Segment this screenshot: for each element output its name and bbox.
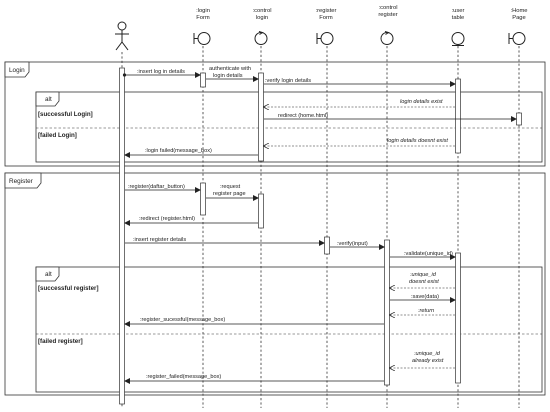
entity-icon — [451, 32, 465, 46]
activation-home-page — [516, 112, 522, 126]
participant-label-line2: Form — [319, 15, 333, 21]
participant-label-line2: table — [452, 15, 465, 21]
message-label: already exist — [412, 358, 444, 364]
alt-label: alt — [45, 96, 52, 103]
activation-control-login — [258, 72, 264, 162]
guard-successful-register: [successful register] — [38, 285, 99, 292]
participant-home-page: :Home Page — [508, 8, 528, 45]
message-label: register page — [213, 191, 246, 197]
register-frame: Register alt [successful register] [fail… — [4, 172, 546, 396]
guard-failed-register: [failed register] — [38, 338, 83, 345]
boundary-icon — [193, 32, 211, 45]
message-label: redirect (home.html) — [278, 113, 328, 119]
participant-headers: :login Form :control login :register For… — [115, 5, 528, 51]
participant-user — [115, 21, 129, 51]
activation-login-form — [200, 72, 206, 88]
participant-login-form: :login Form — [193, 8, 211, 45]
message-label: :register(daftar_button) — [128, 184, 185, 190]
participant-control-login: :control login — [252, 8, 272, 45]
activation-control-register — [384, 239, 390, 386]
message-label: :register_sucessful(message_box) — [140, 317, 225, 323]
message-label: :save(data) — [411, 294, 439, 300]
boundary-icon — [316, 32, 334, 45]
activation-register-form — [324, 236, 330, 255]
message-label: login details — [213, 73, 243, 79]
participant-label-line2: Form — [196, 15, 210, 21]
participant-label-line1: :register — [316, 8, 337, 14]
actor-icon — [115, 21, 129, 51]
participant-register-form: :register Form — [316, 8, 337, 45]
login-frame: Login alt [successful Login] [failed Log… — [4, 61, 546, 167]
boundary-icon — [508, 32, 526, 45]
message-label: :verify login details — [265, 78, 311, 84]
message-label: :insert log in details — [137, 69, 185, 75]
participant-label-line2: register — [378, 12, 397, 18]
participant-label-line2: Page — [512, 15, 526, 21]
participant-label-line1: :control — [378, 5, 397, 11]
message-label: :request — [220, 184, 241, 190]
participant-user-table: :user table — [451, 8, 465, 46]
participant-control-register: :control register — [378, 5, 398, 45]
message-label: :login failed(message_box) — [145, 148, 212, 154]
activation-login-form — [200, 182, 206, 216]
message-label: :unique_id — [410, 272, 437, 278]
participant-label-line1: :Home — [510, 8, 527, 14]
message-label: :register_failed(message_box) — [146, 374, 221, 380]
message-label: :verify(input) — [337, 241, 368, 247]
control-icon — [380, 31, 394, 45]
message-label: login details exist — [400, 99, 443, 105]
guard-failed-login: [failed Login] — [38, 132, 77, 139]
activation-bars — [119, 67, 522, 405]
message-label: :return — [418, 308, 434, 314]
login-alt-fragment — [35, 91, 543, 163]
message-label: :redirect (register.html) — [139, 216, 195, 222]
message-label: login details doesnt exist — [387, 138, 448, 144]
participant-label-line1: :control — [252, 8, 271, 14]
activation-control-login — [258, 193, 264, 229]
guard-successful-login: [successful Login] — [38, 111, 93, 118]
register-alt-fragment — [35, 266, 543, 393]
participant-label-line1: :login — [196, 8, 210, 14]
message-label: :insert register details — [133, 237, 186, 243]
participant-label-line1: :user — [452, 8, 465, 14]
messages: :insert log in details authenticate with… — [122, 66, 517, 384]
message-label: doesnt exist — [409, 279, 439, 285]
control-icon — [254, 31, 268, 45]
activation-user — [119, 67, 125, 405]
message-label: :unique_id — [414, 351, 441, 357]
frame-label: Register — [9, 178, 34, 185]
activation-user-table — [455, 78, 461, 154]
message-label: :validate(unique_id) — [404, 251, 453, 257]
frame-label: Login — [9, 67, 25, 74]
alt-label: alt — [45, 271, 52, 278]
activation-user-table — [455, 252, 461, 384]
message-label: authenticate with — [209, 66, 251, 72]
participant-label-line2: login — [256, 15, 268, 21]
